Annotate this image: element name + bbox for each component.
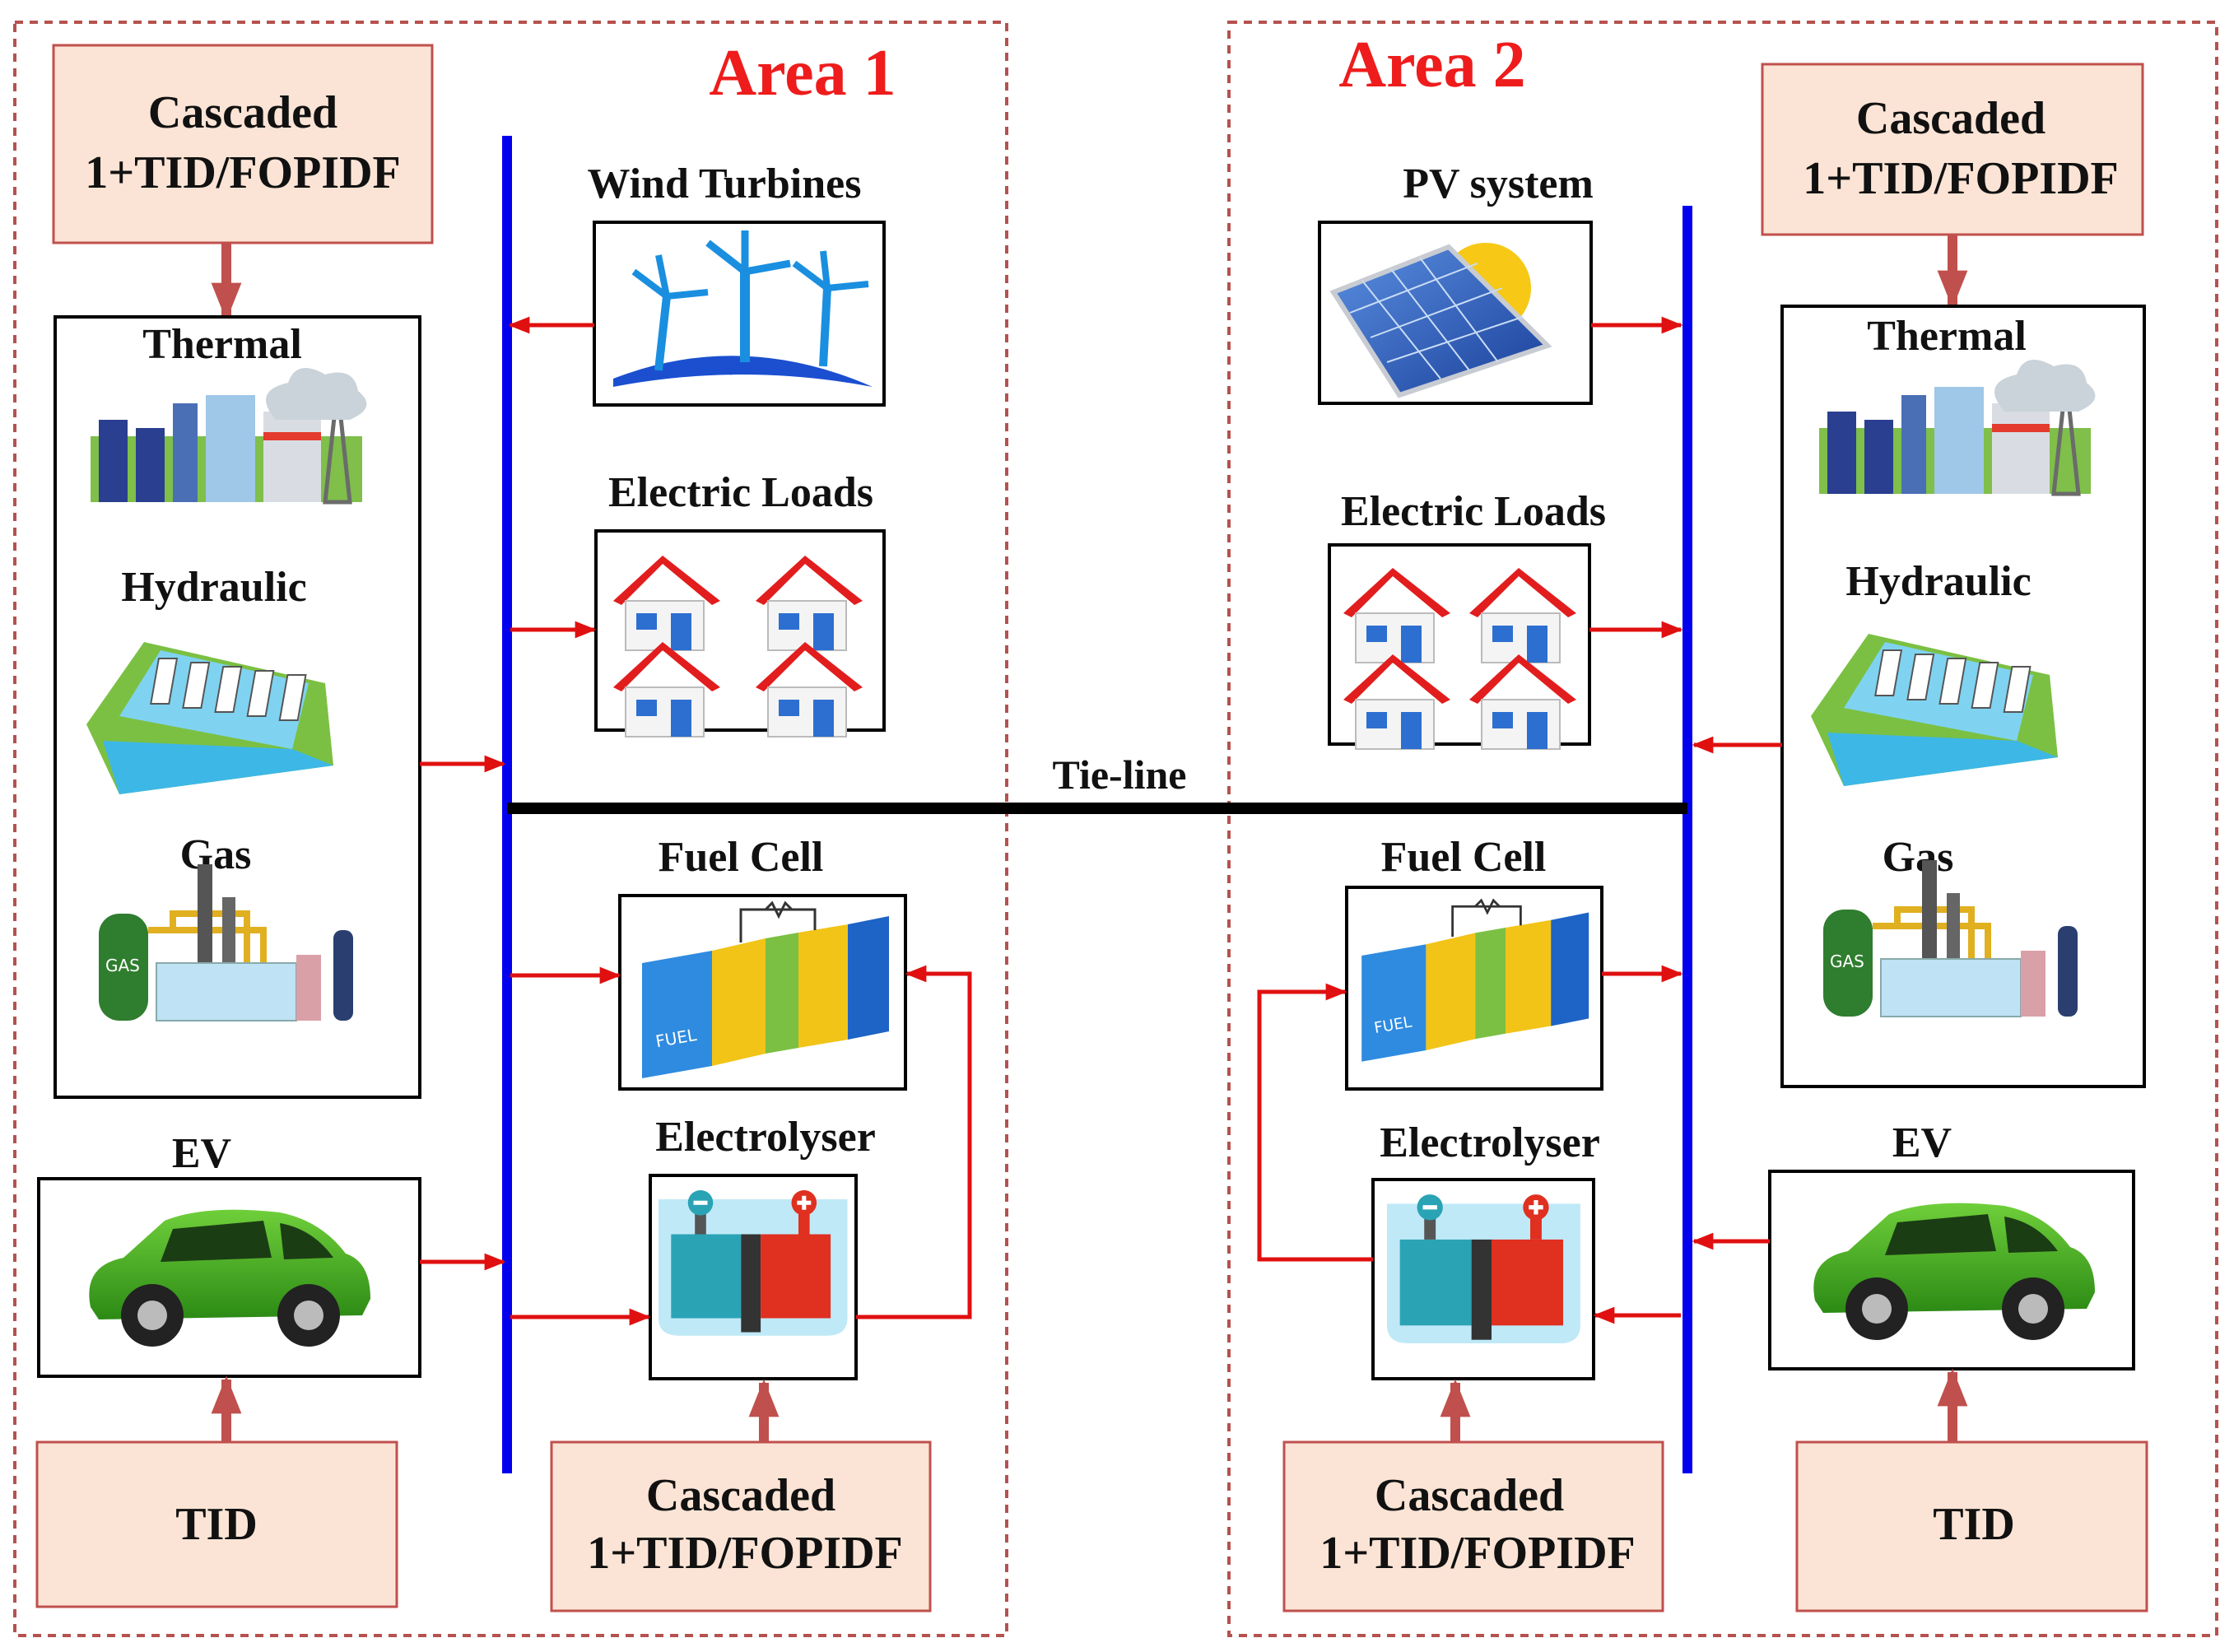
area1-controller-bottom: Cascaded 1+TID/FOPIDF (550, 1440, 932, 1612)
area2-pv-label: PV system (1403, 161, 1594, 207)
area2-controller-top-line2: 1+TID/FOPIDF (1803, 153, 2118, 204)
area2-controller-bottom-line1: Cascaded (1375, 1470, 1564, 1521)
area1-controller-bottom-line2: 1+TID/FOPIDF (587, 1528, 902, 1579)
area1-controller-top: Cascaded 1+TID/FOPIDF (52, 44, 434, 244)
area2-ev-box (1768, 1170, 2135, 1370)
area2-conventional-box: Thermal Hydraulic Gas (1780, 305, 2146, 1088)
area2-electrolyser-box (1371, 1178, 1595, 1380)
area2-electrolyser-to-fuel-cell-arrow (1257, 983, 1373, 1262)
area1-loads-label: Electric Loads (608, 469, 873, 516)
area2-fuel-cell-box (1345, 886, 1603, 1091)
area1-title: Area 1 (709, 37, 896, 109)
area1-gas-label: Gas (180, 831, 252, 878)
area2-fuel-cell-label: Fuel Cell (1381, 834, 1547, 881)
area1-loads-box (594, 529, 886, 738)
area2-border (1227, 21, 2218, 1637)
area1-thermal-label: Thermal (142, 321, 302, 368)
area1-controller-top-line2: 1+TID/FOPIDF (85, 147, 400, 198)
area1-electrolyser-to-fuel-cell-arrow (856, 965, 972, 1319)
tie-line-label: Tie-line (1053, 752, 1187, 798)
area2-controller-top-line1: Cascaded (1856, 93, 2046, 144)
area1-ev-box (37, 1177, 421, 1378)
area1-electrolyser-box (649, 1174, 858, 1380)
area2-controller-bottom-line2: 1+TID/FOPIDF (1319, 1528, 1635, 1579)
area1-wind-label: Wind Turbines (588, 161, 862, 207)
area1-fuel-cell-box (618, 894, 907, 1091)
area2-tid-controller: TID (1795, 1440, 2148, 1612)
area1-fuel-cell-label: Fuel Cell (659, 834, 824, 881)
area2-loads-label: Electric Loads (1341, 488, 1606, 535)
area2-hydraulic-label: Hydraulic (1845, 558, 2031, 605)
electrolyser-icon (659, 1189, 848, 1336)
area2-loads-box (1328, 543, 1591, 750)
area2-electrolyser-label: Electrolyser (1380, 1119, 1600, 1166)
area1-tid-label: TID (175, 1499, 258, 1550)
area1-tid-controller: TID (35, 1440, 398, 1608)
area1-wind-box (593, 221, 886, 407)
area2-controller-top: Cascaded 1+TID/FOPIDF (1761, 63, 2144, 236)
area2-controller-bottom: Cascaded 1+TID/FOPIDF (1282, 1440, 1664, 1612)
area2-pv-box (1318, 221, 1593, 405)
wind-turbine-icon (613, 230, 873, 387)
area1-controller-bottom-line1: Cascaded (646, 1470, 835, 1521)
area1-controller-top-line1: Cascaded (148, 87, 337, 138)
area2-thermal-label: Thermal (1867, 313, 2027, 360)
area2-gas-label: Gas (1883, 834, 1954, 881)
solar-panel-icon (1329, 243, 1552, 398)
area2-title: Area 2 (1338, 29, 1525, 101)
area1-electrolyser-label: Electrolyser (655, 1114, 876, 1161)
area1-border (13, 21, 1008, 1637)
area1-hydraulic-label: Hydraulic (121, 564, 306, 611)
area1-ev-label: EV (172, 1130, 231, 1177)
area1-conventional-box: Thermal Hydraulic Gas (54, 315, 421, 1099)
area2-ev-label: EV (1892, 1119, 1952, 1166)
electrolyser-icon (1387, 1194, 1580, 1344)
area2-tid-label: TID (1933, 1499, 2015, 1550)
